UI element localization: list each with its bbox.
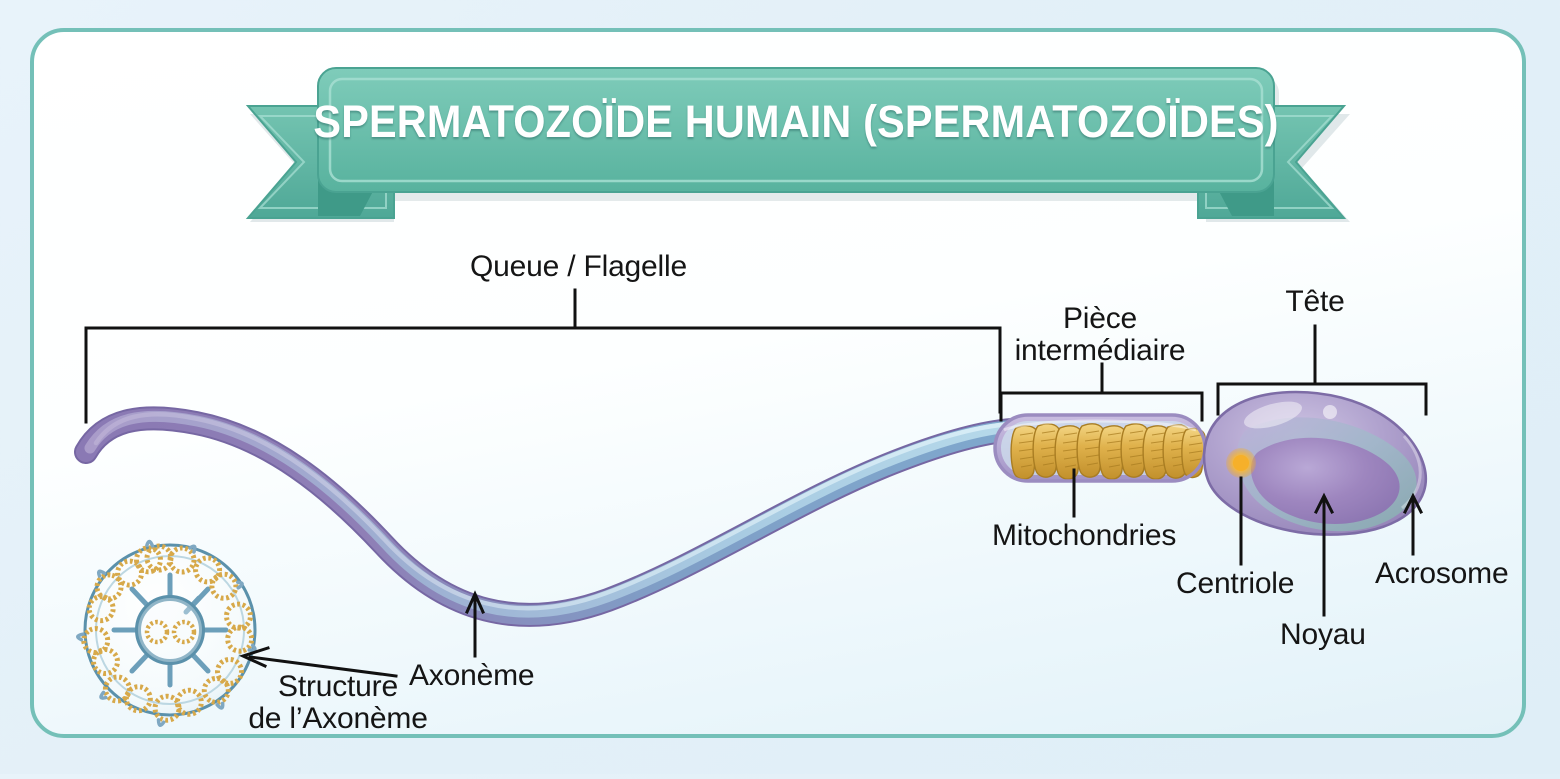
label-tail: Queue / Flagelle — [470, 250, 687, 283]
ribbon-panel — [317, 67, 1275, 193]
title-banner: SPERMATOZOÏDE HUMAIN (SPERMATOZOÏDES) — [240, 60, 1352, 230]
mitochondria-artwork — [1010, 423, 1206, 480]
label-axoneme-structure: Structure de l’Axonème — [248, 670, 428, 735]
head-artwork — [1202, 390, 1427, 536]
axoneme-cross-section — [76, 539, 257, 727]
label-head: Tête — [1285, 285, 1345, 318]
label-mitochondria: Mitochondries — [992, 519, 1177, 552]
label-midpiece: Pièce intermédiaire — [1014, 302, 1186, 367]
label-centriole: Centriole — [1176, 567, 1295, 600]
label-axoneme: Axonème — [409, 659, 535, 692]
midpiece-artwork — [993, 413, 1207, 483]
nucleus-shape — [1250, 437, 1400, 524]
label-nucleus: Noyau — [1280, 618, 1366, 651]
label-acrosome: Acrosome — [1375, 557, 1509, 590]
